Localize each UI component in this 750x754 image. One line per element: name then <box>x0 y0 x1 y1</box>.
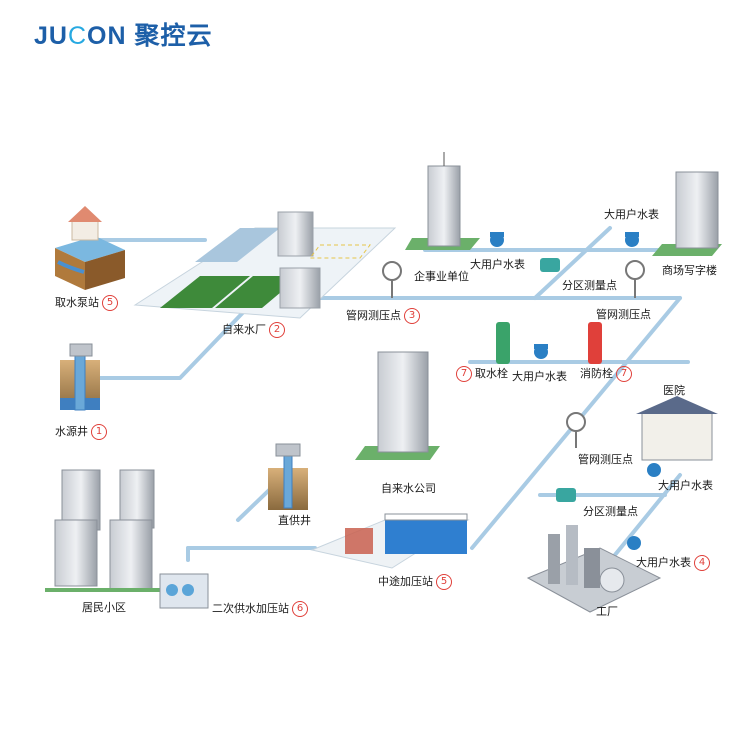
label-meter-hospital: 大用户水表 <box>658 479 713 492</box>
fire-hydrant-icon <box>588 322 602 364</box>
pressure-gauge-icon-2 <box>625 260 645 298</box>
brand-cn: 聚控云 <box>134 22 213 50</box>
direct-well-icon <box>268 443 308 510</box>
label-pipe-pressure-3: 管网测压点 <box>578 453 633 466</box>
label-meter-mid: 大用户水表 <box>512 370 567 383</box>
label-residential: 居民小区 <box>82 601 126 614</box>
brand-logo: JUCON 聚控云 <box>34 16 213 52</box>
water-company-building-icon <box>355 351 440 460</box>
office-building-icon <box>652 171 722 256</box>
label-zone-point-2: 分区测量点 <box>583 505 638 518</box>
booster-station-icon <box>310 513 470 569</box>
label-pipe-pressure-2: 管网测压点 <box>596 308 651 321</box>
meter-icon-top1 <box>490 232 504 247</box>
label-direct-well: 直供井 <box>278 514 311 527</box>
zone-meter-icon-2 <box>556 488 576 502</box>
meter-icon-factory <box>627 536 641 550</box>
hospital-building-icon <box>636 396 718 461</box>
zone-meter-icon-1 <box>540 258 560 272</box>
source-well-icon <box>60 343 100 411</box>
label-meter-top1: 大用户水表 <box>470 258 525 271</box>
pump-station-icon <box>55 206 125 290</box>
take-water-hydrant-icon <box>496 322 510 364</box>
meter-icon-mid <box>534 344 548 359</box>
label-factory: 工厂 <box>596 605 618 618</box>
residential-buildings-icon <box>45 469 160 592</box>
label-office: 商场写字楼 <box>662 264 717 277</box>
pressure-gauge-icon-1 <box>382 261 402 298</box>
brand-prefix: JU <box>34 22 68 50</box>
secondary-pump-icon <box>159 573 209 609</box>
label-water-company: 自来水公司 <box>381 482 436 495</box>
pressure-gauge-icon-3 <box>566 412 586 448</box>
brand-suffix: ON <box>87 22 127 50</box>
meter-icon-top2 <box>625 232 639 247</box>
meter-icon-hospital <box>647 463 661 477</box>
enterprise-building-icon <box>405 152 480 250</box>
label-zone-point-1: 分区测量点 <box>562 279 617 292</box>
brand-middle: C <box>67 22 88 50</box>
label-meter-top2: 大用户水表 <box>604 208 659 221</box>
label-hospital: 医院 <box>663 384 685 397</box>
label-enterprise: 企事业单位 <box>414 270 469 283</box>
water-plant-icon <box>133 211 397 319</box>
factory-icon <box>526 525 662 613</box>
pipe-upper-branch <box>533 226 612 300</box>
pipe-well-to-plant <box>98 298 257 380</box>
